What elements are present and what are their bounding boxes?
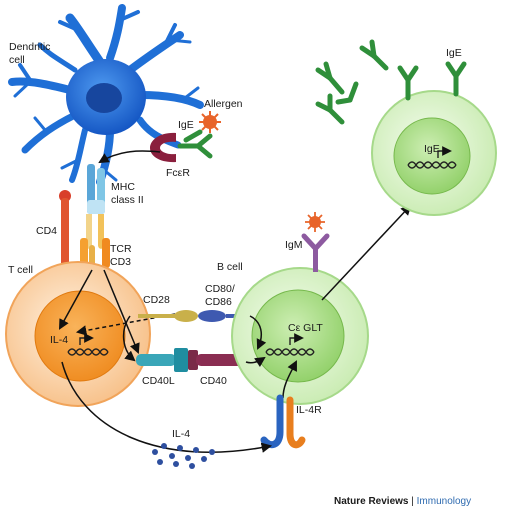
secreted-ige-1 xyxy=(315,61,345,95)
journal-credit: Nature Reviews | Immunology xyxy=(334,496,471,507)
cd40 xyxy=(188,350,246,370)
il4-secreted-label: IL-4 xyxy=(172,428,190,440)
arrow-bcell-to-plasma xyxy=(321,204,412,301)
cd40-label: CD40 xyxy=(200,375,227,387)
cd4-label: CD4 xyxy=(36,225,57,237)
arrow-il4r-to-glt xyxy=(282,360,297,399)
cd80-86-label-line2: CD86 xyxy=(205,296,232,308)
secreted-ige-4 xyxy=(335,81,359,105)
mhc-class-ii xyxy=(87,164,105,214)
allergen xyxy=(199,111,221,133)
cd4-coreceptor xyxy=(59,190,71,278)
il4-gene-dna xyxy=(67,333,109,356)
arrow-il4-secretion xyxy=(61,361,273,453)
allergen-on-igm xyxy=(305,212,325,232)
b-cell xyxy=(231,267,369,405)
tcr-label: TCR xyxy=(110,243,132,255)
fcer-receptor xyxy=(150,132,176,163)
t-cell-nucleus xyxy=(34,290,126,382)
arrow-tcr-to-il4 xyxy=(58,269,93,330)
membrane-ige-1 xyxy=(397,65,419,101)
cd80-86-label-line1: CD80/ xyxy=(205,283,235,295)
igm-label: IgM xyxy=(285,239,303,251)
ige-gene-label: IgE xyxy=(424,143,440,155)
ige-on-fcer xyxy=(177,129,213,159)
cd28 xyxy=(138,310,198,322)
arrow-cd40-to-glt xyxy=(245,356,266,368)
mhc-label-line1: MHC xyxy=(111,181,135,193)
b-cell-label: B cell xyxy=(217,261,243,273)
credit-journal: Nature Reviews xyxy=(334,496,409,507)
dendritic-cell-label-line2: cell xyxy=(9,54,25,66)
igm-receptor xyxy=(301,233,330,272)
secreted-ige-3 xyxy=(315,93,345,125)
il4-molecules xyxy=(152,443,215,469)
fcer-label: FcεR xyxy=(166,167,190,179)
membrane-ige-2 xyxy=(445,61,467,97)
t-cell-label: T cell xyxy=(8,264,33,276)
cd40l-label: CD40L xyxy=(142,375,175,387)
il4-receptor xyxy=(260,394,306,449)
credit-section: Immunology xyxy=(417,496,471,507)
ige-plasma-cell xyxy=(371,90,497,216)
tcr-complex xyxy=(80,214,110,268)
arrow-tcr-to-cd40l xyxy=(103,269,140,354)
ige-plasma-nucleus xyxy=(393,117,471,195)
allergen-label: Allergen xyxy=(204,98,243,110)
dendritic-nucleus xyxy=(86,83,122,113)
il4r-label: IL-4R xyxy=(296,404,322,416)
ce-glt-gene-dna xyxy=(265,333,315,356)
cd40l xyxy=(136,348,188,372)
dendritic-cell-label-line1: Dendritic xyxy=(9,41,50,53)
il4-gene-label: IL-4 xyxy=(50,334,68,346)
b-cell-nucleus xyxy=(251,289,345,383)
ige-receptor-label: IgE xyxy=(178,119,194,131)
arrow-fcer-to-mhc xyxy=(98,150,161,164)
arrow-cd80-to-glt xyxy=(249,315,267,350)
ce-glt-label: Cε GLT xyxy=(288,322,323,334)
cd3-label: CD3 xyxy=(110,256,131,268)
cd28-label: CD28 xyxy=(143,294,170,306)
arrow-cd28-to-cd40l xyxy=(122,315,136,362)
ige-gene-dna xyxy=(407,146,457,169)
credit-separator: | xyxy=(408,496,416,507)
secreted-ige-2 xyxy=(359,39,389,71)
ige-top-label: IgE xyxy=(446,47,462,59)
mhc-label-line2: class II xyxy=(111,194,144,206)
t-cell xyxy=(5,261,151,407)
